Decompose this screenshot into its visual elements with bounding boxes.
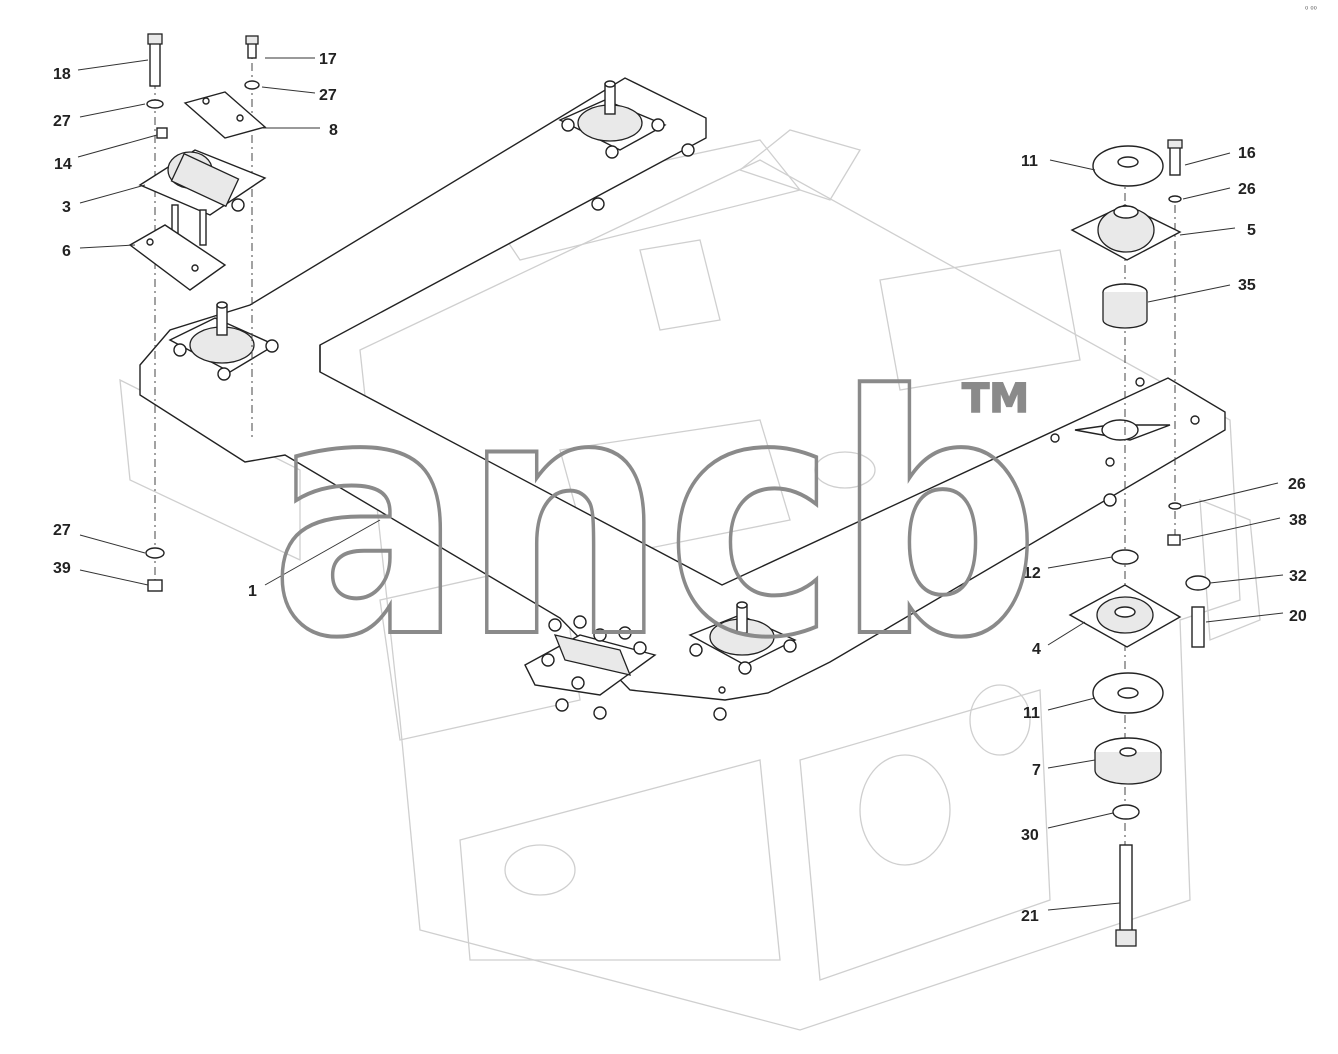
- callout-27-top: 27: [53, 113, 71, 130]
- watermark-logo: ancb: [270, 326, 1040, 710]
- callout-5: 5: [1247, 222, 1256, 239]
- callout-26-top: 26: [1238, 181, 1256, 198]
- callout-30: 30: [1021, 827, 1039, 844]
- callout-26-lower: 26: [1288, 476, 1306, 493]
- callout-32: 32: [1289, 568, 1307, 585]
- callout-7: 7: [1032, 762, 1041, 779]
- callout-11-bottom: 11: [1023, 705, 1040, 722]
- frame-mount-rear-right: [558, 80, 695, 211]
- frame-mount-front: [688, 601, 797, 721]
- subframe-plate: [139, 77, 1226, 701]
- callout-20: 20: [1289, 608, 1307, 625]
- watermark-tm: TM: [962, 376, 1029, 422]
- watermark: ancb TM: [268, 324, 1042, 712]
- callout-8: 8: [329, 122, 338, 139]
- callout-39: 39: [53, 560, 71, 577]
- callout-18: 18: [53, 66, 71, 83]
- callout-4: 4: [1032, 641, 1041, 658]
- callout-38: 38: [1289, 512, 1307, 529]
- frame-cross-mount: [1050, 377, 1200, 507]
- callout-35: 35: [1238, 277, 1256, 294]
- callout-17: 17: [319, 51, 337, 68]
- callout-1: 1: [248, 583, 257, 600]
- leader-lines: [77, 57, 1284, 911]
- callout-3: 3: [62, 199, 71, 216]
- callout-27-upper-right: 27: [319, 87, 337, 104]
- callout-27-lower: 27: [53, 522, 71, 539]
- callout-14: 14: [54, 156, 72, 173]
- right-exploded-stack: [1068, 139, 1211, 947]
- frame-mount-rear-left: [168, 301, 279, 381]
- front-bracket-assembly: [524, 615, 657, 720]
- callout-12: 12: [1023, 565, 1041, 582]
- callout-11-top: 11: [1021, 153, 1038, 170]
- callout-21: 21: [1021, 908, 1039, 925]
- callout-6: 6: [62, 243, 71, 260]
- callout-labels: 18 17 27 27 8 14 3 6 27 39 1 11 16 26 5 …: [53, 51, 1307, 925]
- corner-mark: ⁰ ⁰⁰: [1305, 5, 1317, 14]
- callout-16: 16: [1238, 145, 1256, 162]
